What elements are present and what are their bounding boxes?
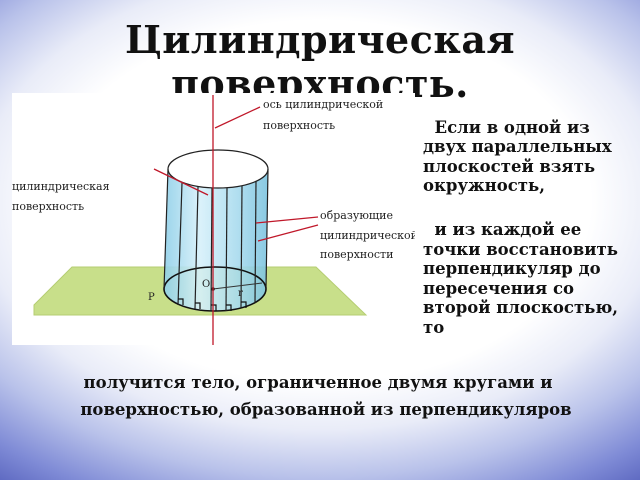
radius-label: r xyxy=(238,288,243,299)
cylinder-figure: ось цилиндрической поверхность цилиндрич… xyxy=(12,93,415,345)
conclusion-line-2: поверхностью, образованной из перпендику… xyxy=(80,400,572,419)
generators-label-line-3: поверхности xyxy=(320,248,393,261)
generators-pointer-1 xyxy=(255,216,319,224)
slide-title: Цилиндрическая поверхность. xyxy=(0,18,640,106)
surface-label-line-2: поверхность xyxy=(12,200,84,213)
generator-lines xyxy=(163,168,269,312)
plane-label: P xyxy=(148,292,155,303)
axis-label-line-1: ось цилиндрической xyxy=(263,98,383,111)
definition-paragraph-2: и из каждой ее точки восстановить перпен… xyxy=(423,220,619,337)
definition-paragraph-1: Если в одной из двух параллельных плоско… xyxy=(423,117,612,196)
center-label: O xyxy=(202,279,210,290)
radius-line xyxy=(212,282,263,290)
axis-label-line-2: поверхность xyxy=(263,119,335,132)
generators-label-line-2: цилиндрической xyxy=(320,229,415,242)
generators-label-line-1: образующие xyxy=(320,209,393,222)
surface-label-line-1: цилиндрическая xyxy=(12,180,110,193)
axis-pointer xyxy=(214,106,261,129)
definition-text: Если в одной из двух параллельных плоско… xyxy=(423,98,638,357)
conclusion-line-1: получится тело, ограниченное двумя круга… xyxy=(83,373,553,392)
title-line-1: Цилиндрическая xyxy=(124,17,516,62)
generators-pointer-2 xyxy=(257,224,319,242)
cylinder-diagram: ось цилиндрической поверхность цилиндрич… xyxy=(12,95,415,345)
surface-pointer xyxy=(153,168,209,196)
